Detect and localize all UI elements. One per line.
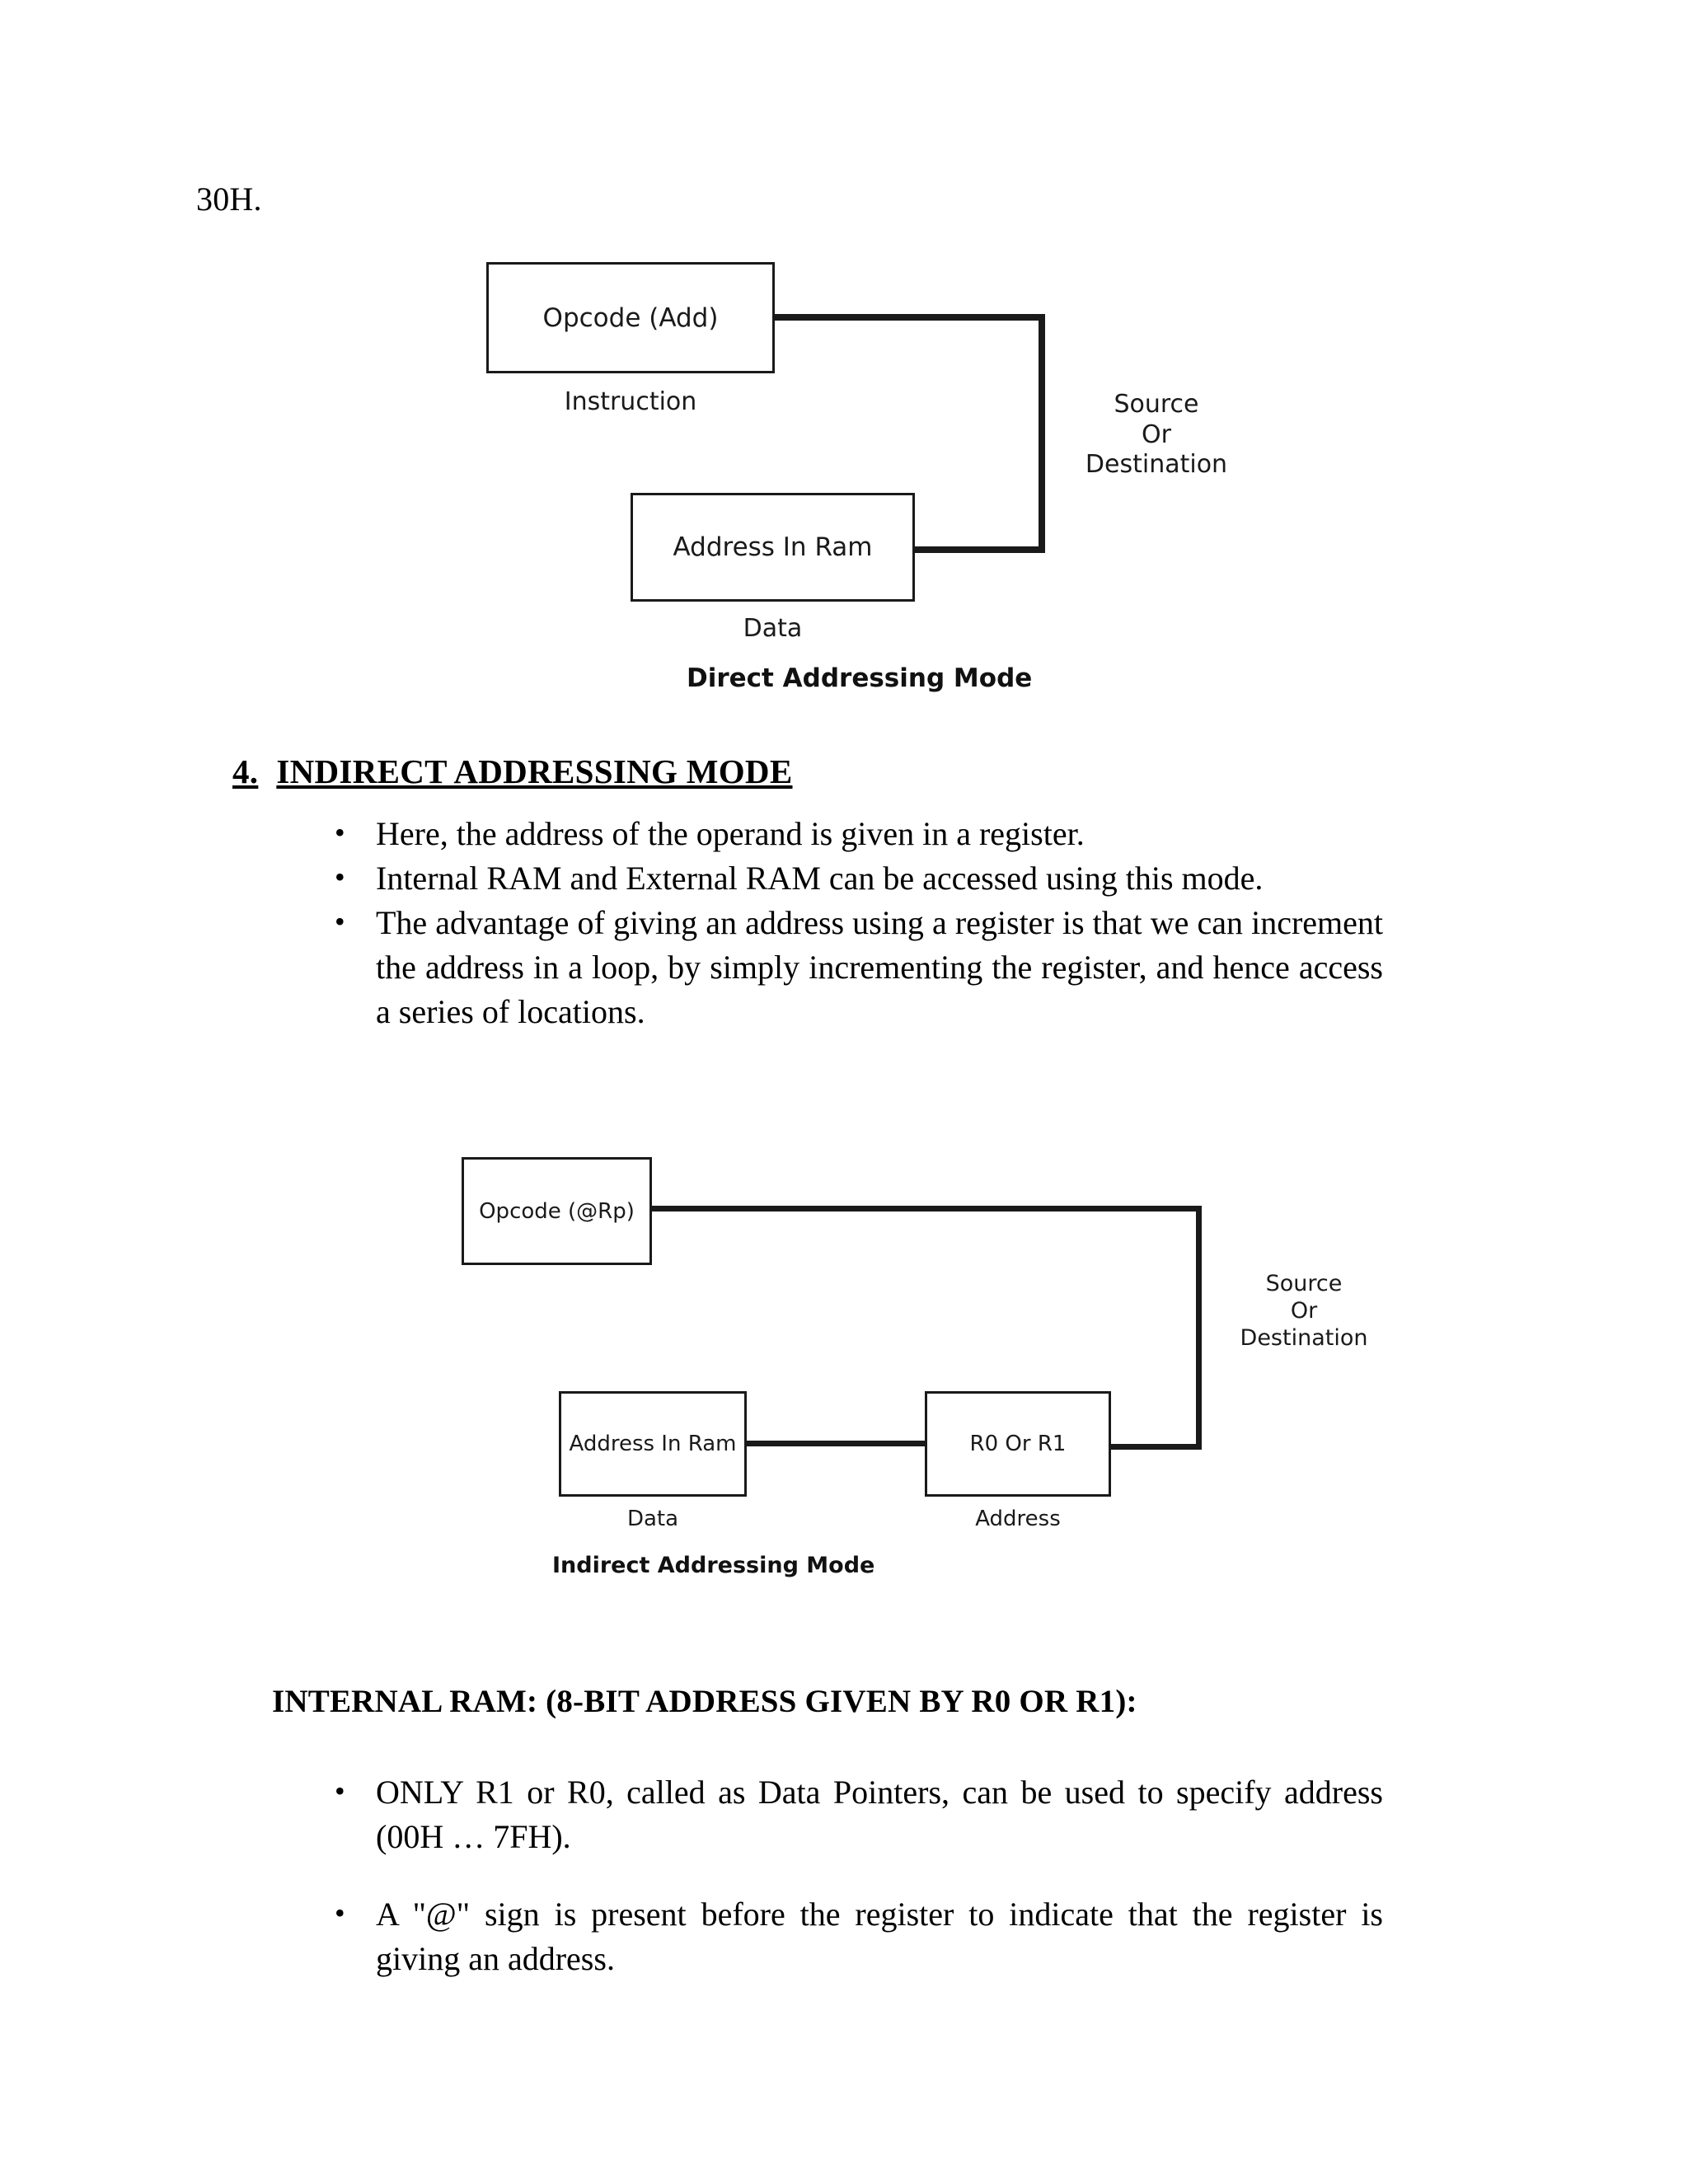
list-item: ONLY R1 or R0, called as Data Pointers, … bbox=[328, 1769, 1383, 1859]
direct-opcode-box: Opcode (Add) bbox=[486, 262, 775, 373]
bullet-text: Here, the address of the operand is give… bbox=[376, 815, 1085, 852]
direct-corner-to-ram-line bbox=[912, 546, 1045, 553]
bullet-text: A "@" sign is present before the registe… bbox=[376, 1896, 1383, 1977]
indirect-address-caption: Address bbox=[975, 1507, 1061, 1531]
list-item: The advantage of giving an address using… bbox=[328, 899, 1383, 1034]
indirect-opcode-box: Opcode (@Rp) bbox=[462, 1157, 652, 1265]
section-title: INDIRECT ADDRESSING MODE bbox=[276, 752, 793, 790]
indirect-register-box: R0 Or R1 bbox=[925, 1391, 1111, 1497]
indirect-ram-label: Address In Ram bbox=[569, 1432, 737, 1456]
indirect-sod-line-1: Source bbox=[1265, 1271, 1343, 1296]
internal-ram-heading: INTERNAL RAM: (8-BIT ADDRESS GIVEN BY R0… bbox=[272, 1684, 1137, 1719]
direct-ram-label: Address In Ram bbox=[673, 532, 873, 562]
section-heading-indirect: 4. INDIRECT ADDRESSING MODE bbox=[232, 752, 792, 791]
direct-diagram-title: Direct Addressing Mode bbox=[687, 663, 1033, 693]
indirect-ram-to-register-line bbox=[745, 1441, 926, 1446]
direct-source-or-destination: Source Or Destination bbox=[1062, 390, 1251, 480]
indirect-right-vertical-line bbox=[1196, 1206, 1202, 1450]
list-item: Internal RAM and External RAM can be acc… bbox=[328, 855, 1383, 901]
indirect-diagram-title: Indirect Addressing Mode bbox=[552, 1553, 875, 1578]
bullet-text: Internal RAM and External RAM can be acc… bbox=[376, 860, 1264, 897]
direct-opcode-to-corner-line bbox=[773, 314, 1045, 321]
indirect-ram-box: Address In Ram bbox=[559, 1391, 747, 1497]
indirect-bullet-list: Here, the address of the operand is give… bbox=[328, 810, 1383, 1034]
direct-sod-line-2: Or bbox=[1142, 419, 1171, 449]
direct-addressing-diagram: Opcode (Add) Instruction Address In Ram … bbox=[0, 0, 1688, 709]
bullet-text: The advantage of giving an address using… bbox=[376, 904, 1383, 1030]
direct-sod-line-3: Destination bbox=[1085, 450, 1228, 480]
direct-ram-box: Address In Ram bbox=[631, 493, 915, 602]
indirect-register-label: R0 Or R1 bbox=[969, 1432, 1067, 1456]
direct-right-vertical-line bbox=[1039, 314, 1045, 553]
indirect-source-or-destination: Source Or Destination bbox=[1213, 1271, 1395, 1352]
top-note: 30H. bbox=[196, 180, 262, 218]
direct-instruction-caption: Instruction bbox=[564, 387, 697, 416]
indirect-corner-to-register-line bbox=[1109, 1444, 1202, 1450]
list-item: A "@" sign is present before the registe… bbox=[328, 1891, 1383, 1981]
list-item: Here, the address of the operand is give… bbox=[328, 810, 1383, 856]
indirect-sod-line-2: Or bbox=[1290, 1297, 1318, 1324]
indirect-data-caption: Data bbox=[626, 1507, 679, 1531]
indirect-opcode-to-corner-line bbox=[650, 1206, 1202, 1212]
internal-ram-bullet-list: ONLY R1 or R0, called as Data Pointers, … bbox=[328, 1769, 1383, 1981]
bullet-text: ONLY R1 or R0, called as Data Pointers, … bbox=[376, 1774, 1383, 1855]
direct-opcode-label: Opcode (Add) bbox=[542, 302, 719, 333]
direct-sod-line-1: Source bbox=[1114, 390, 1199, 419]
direct-data-caption: Data bbox=[743, 614, 803, 643]
indirect-opcode-label: Opcode (@Rp) bbox=[479, 1198, 635, 1224]
section-number: 4. bbox=[232, 752, 259, 790]
indirect-sod-line-3: Destination bbox=[1240, 1324, 1368, 1351]
